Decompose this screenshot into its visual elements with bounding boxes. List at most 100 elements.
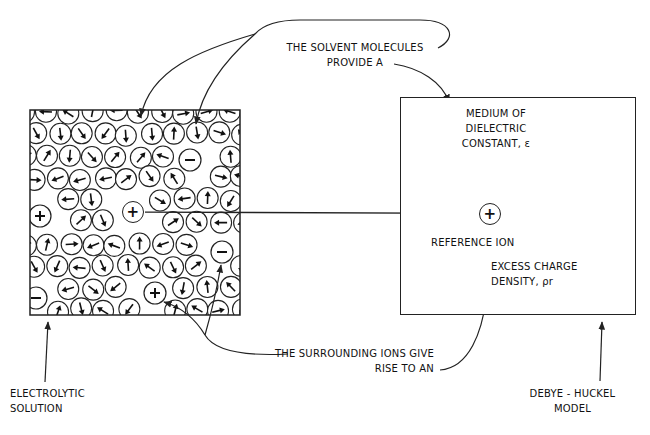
solvent-molecule bbox=[30, 145, 36, 166]
molecule-outline bbox=[30, 145, 36, 166]
molecule-outline bbox=[209, 122, 230, 143]
solvent-molecule bbox=[220, 146, 240, 167]
molecule-outline bbox=[47, 256, 68, 277]
dipole-arrow bbox=[86, 240, 100, 250]
solvent-molecule bbox=[58, 278, 79, 299]
dipole-shaft bbox=[135, 110, 140, 115]
dipole-shaft bbox=[77, 267, 86, 269]
dipole-head bbox=[179, 290, 186, 296]
molecule-outline bbox=[139, 166, 160, 187]
model-box: MEDIUM OF DIELECTRIC CONSTANT, εREFERENC… bbox=[400, 97, 636, 315]
dipole-arrow bbox=[190, 215, 204, 228]
molecule-outline bbox=[105, 147, 126, 168]
dipole-shaft bbox=[195, 308, 203, 313]
solvent-molecule bbox=[30, 235, 36, 256]
dipole-shaft bbox=[91, 110, 93, 117]
dipole-head bbox=[89, 201, 96, 207]
molecule-outline bbox=[83, 279, 104, 300]
solvent-molecule bbox=[69, 169, 90, 190]
solvent-molecule bbox=[210, 166, 231, 187]
solvent-molecule bbox=[105, 276, 126, 297]
dipole-arrow bbox=[222, 110, 236, 116]
dipole-head bbox=[190, 303, 197, 311]
dipole-head bbox=[185, 110, 191, 116]
dipole-head bbox=[45, 148, 53, 155]
dipole-arrow bbox=[39, 110, 52, 115]
solvent-molecule bbox=[92, 210, 113, 231]
dipole-shaft bbox=[31, 261, 35, 269]
dipole-head bbox=[160, 199, 167, 207]
molecule-outline bbox=[81, 146, 102, 167]
solvent-molecule bbox=[71, 298, 92, 315]
dipole-shaft bbox=[66, 112, 74, 117]
molecule-outline bbox=[220, 190, 240, 211]
solvent-molecule bbox=[176, 234, 197, 255]
molecule-outline bbox=[139, 257, 160, 278]
molecule-outline bbox=[163, 257, 184, 278]
dipole-shaft bbox=[100, 260, 104, 268]
dipole-shaft bbox=[147, 266, 154, 271]
molecule-outline bbox=[219, 110, 240, 122]
dipole-head bbox=[227, 150, 233, 155]
molecule-outline bbox=[197, 188, 218, 209]
dipole-head bbox=[225, 201, 233, 208]
dipole-arrow bbox=[225, 194, 237, 208]
solvent-molecule bbox=[174, 188, 195, 209]
molecule-outline bbox=[187, 299, 208, 315]
solvent-molecule bbox=[70, 210, 91, 231]
reference-label: REFERENCE ION bbox=[431, 235, 541, 250]
solvent-molecule bbox=[185, 255, 206, 276]
molecule-outline bbox=[58, 110, 79, 124]
molecule-outline bbox=[30, 235, 36, 256]
solvent-molecule bbox=[105, 147, 126, 168]
charge-sign bbox=[154, 288, 156, 298]
molecule-outline bbox=[58, 189, 79, 210]
solvent-molecule bbox=[95, 123, 116, 144]
dipole-shaft bbox=[174, 308, 176, 315]
dipole-head bbox=[156, 242, 163, 249]
dipole-shaft bbox=[227, 111, 236, 114]
callout-text: THE SURROUNDING IONS GIVE RISE TO AN bbox=[272, 346, 434, 376]
dipole-arrow bbox=[50, 173, 64, 183]
dipole-head bbox=[96, 305, 103, 313]
solvent-molecule bbox=[163, 123, 184, 144]
dipole-arrow bbox=[72, 175, 86, 184]
dipole-head bbox=[168, 171, 176, 178]
molecule-outline bbox=[150, 190, 171, 211]
solvent-molecule bbox=[186, 211, 207, 232]
dipole-arrow bbox=[77, 302, 86, 315]
charge-sign bbox=[39, 211, 41, 221]
dipole-head bbox=[205, 191, 211, 196]
dipole-head bbox=[125, 258, 131, 263]
charge-sign: + bbox=[127, 204, 140, 220]
dipole-head bbox=[101, 221, 108, 228]
molecule-outline bbox=[105, 276, 126, 297]
dipole-shaft bbox=[77, 218, 84, 224]
dipole-arrow bbox=[99, 174, 113, 182]
dipole-shaft bbox=[69, 150, 71, 159]
dipole-shaft bbox=[160, 156, 168, 159]
dipole-shaft bbox=[181, 243, 190, 246]
dipole-shaft bbox=[111, 155, 117, 162]
dipole-head bbox=[61, 287, 67, 294]
solvent-molecule bbox=[36, 234, 57, 255]
molecule-outline bbox=[174, 188, 195, 209]
molecule-outline bbox=[30, 123, 47, 144]
dipole-shaft bbox=[88, 286, 95, 292]
molecule-outline bbox=[186, 211, 207, 232]
dipole-head bbox=[194, 134, 201, 140]
dipole-head bbox=[123, 309, 131, 315]
dipole-shaft bbox=[128, 304, 133, 311]
dipole-shaft bbox=[206, 284, 209, 293]
solvent-molecule bbox=[116, 169, 137, 190]
molecule-outline bbox=[163, 212, 184, 233]
charge-density-text: EXCESS CHARGE DENSITY, ρr bbox=[491, 259, 591, 289]
dipole-arrow bbox=[43, 237, 52, 251]
solvent-molecule bbox=[83, 279, 104, 300]
ion-symbol bbox=[30, 287, 47, 309]
solvent-molecule bbox=[50, 123, 71, 144]
dipole-shaft bbox=[151, 128, 153, 137]
dipole-shaft bbox=[125, 130, 127, 139]
solvent-molecule bbox=[163, 257, 184, 278]
solvent-molecule bbox=[35, 110, 56, 122]
